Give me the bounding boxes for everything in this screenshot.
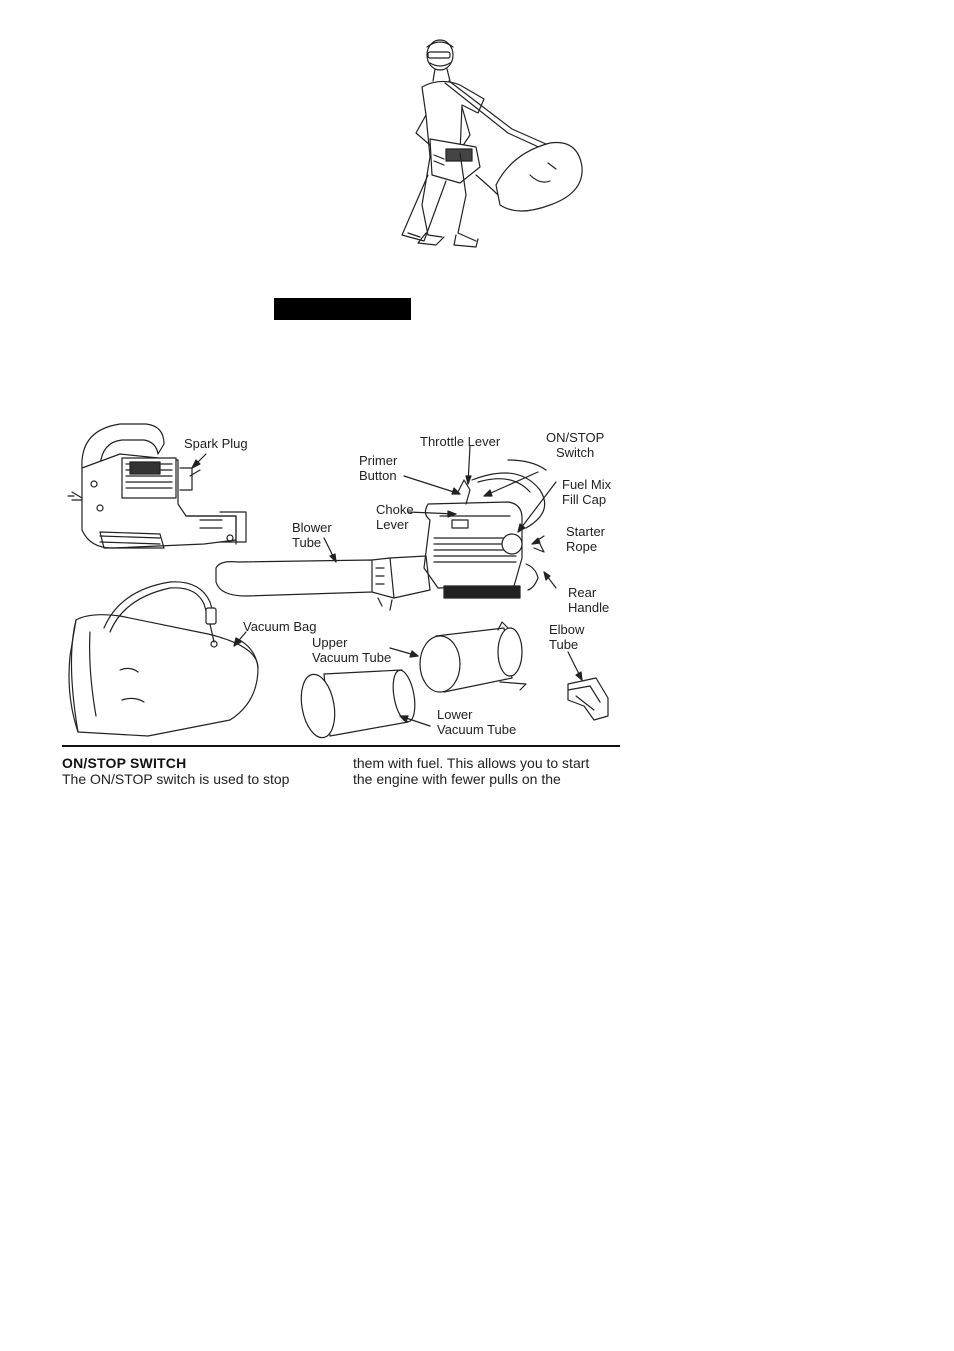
label-choke-line2: Lever xyxy=(376,517,409,532)
section-heading: ON/STOP SWITCH xyxy=(62,755,187,771)
label-starter-line1: Starter xyxy=(566,524,606,539)
section-title-bar xyxy=(274,298,411,320)
label-throttle-lever: Throttle Lever xyxy=(420,434,501,449)
label-primer-line1: Primer xyxy=(359,453,398,468)
label-on-stop-line2: Switch xyxy=(555,445,595,460)
operator-illustration xyxy=(400,35,585,257)
label-fuel-mix-line2: Fill Cap xyxy=(562,492,607,507)
label-primer-line2: Button xyxy=(359,468,397,483)
label-on-stop-switch: ON/STOP Switch xyxy=(546,430,604,460)
label-rear-line2: Handle xyxy=(568,600,610,615)
label-vacuum-bag: Vacuum Bag xyxy=(243,619,317,634)
label-fuel-mix-fill-cap: Fuel Mix Fill Cap xyxy=(562,477,611,507)
label-blower-line2: Tube xyxy=(292,535,322,550)
column1-line1: The ON/STOP switch is used to stop xyxy=(62,771,290,787)
label-primer-button: Primer Button xyxy=(359,453,397,483)
label-upper-line1: Upper xyxy=(312,635,348,650)
label-upper-vacuum-tube: Upper Vacuum Tube xyxy=(312,635,391,665)
column2-line2: the engine with fewer pulls on the xyxy=(353,771,561,787)
label-choke-line1: Choke xyxy=(376,502,414,517)
label-starter-line2: Rope xyxy=(566,539,598,554)
label-rear-handle: Rear Handle xyxy=(568,585,609,615)
label-spark-plug: Spark Plug xyxy=(184,436,248,451)
section-divider xyxy=(62,745,620,747)
parts-diagram xyxy=(60,420,625,740)
column2-line1: them with fuel. This allows you to start xyxy=(353,755,590,771)
label-elbow-tube: Elbow Tube xyxy=(549,622,584,652)
label-elbow-line2: Tube xyxy=(549,637,579,652)
label-choke-lever: Choke Lever xyxy=(376,502,414,532)
label-on-stop-line1: ON/STOP xyxy=(546,430,605,445)
label-elbow-line1: Elbow xyxy=(549,622,585,637)
label-blower-line1: Blower xyxy=(292,520,332,535)
label-rear-line1: Rear xyxy=(568,585,597,600)
label-lower-line2: Vacuum Tube xyxy=(437,722,517,737)
label-lower-vacuum-tube: Lower Vacuum Tube xyxy=(437,707,516,737)
label-lower-line1: Lower xyxy=(437,707,473,722)
label-starter-rope: Starter Rope xyxy=(566,524,605,554)
label-upper-line2: Vacuum Tube xyxy=(312,650,392,665)
label-fuel-mix-line1: Fuel Mix xyxy=(562,477,612,492)
label-blower-tube: Blower Tube xyxy=(292,520,332,550)
